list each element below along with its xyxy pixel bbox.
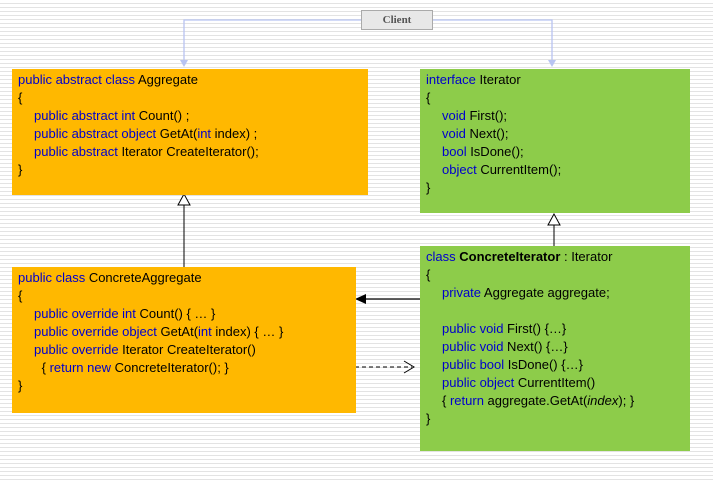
aggregate-method-count: public abstract int Count() ; xyxy=(34,108,190,123)
aggregate-close-brace: } xyxy=(18,162,23,177)
client-box: Client xyxy=(361,10,433,30)
iterator-close-brace: } xyxy=(426,180,431,195)
aggregate-open-brace: { xyxy=(18,90,23,105)
iterator-method-first: void First(); xyxy=(442,108,508,123)
aggregate-class-box: public abstract class Aggregate { public… xyxy=(12,69,368,195)
concrete-aggregate-close-brace: } xyxy=(18,378,23,393)
concrete-aggregate-method-getat: public override object GetAt(int index) … xyxy=(34,324,284,339)
iterator-header: interface Iterator xyxy=(426,72,521,87)
iterator-open-brace: { xyxy=(426,90,431,105)
concrete-aggregate-method-count: public override int Count() { … } xyxy=(34,306,216,321)
client-links xyxy=(183,19,553,62)
concrete-iterator-header: class ConcreteIterator : Iterator xyxy=(426,249,613,264)
iterator-interface-box: interface Iterator { void First(); void … xyxy=(420,69,690,213)
client-link-arrow-left xyxy=(180,60,188,67)
concrete-iterator-method-first: public void First() {…} xyxy=(442,321,567,336)
concrete-iterator-field-aggregate: private Aggregate aggregate; xyxy=(442,285,610,300)
concrete-iterator-open-brace: { xyxy=(426,267,431,282)
iterator-method-next: void Next(); xyxy=(442,126,509,141)
concrete-iterator-blank-line xyxy=(426,302,690,320)
client-link-arrow-right xyxy=(548,60,556,67)
concrete-iterator-method-isdone: public bool IsDone() {…} xyxy=(442,357,583,372)
aggregate-method-getat: public abstract object GetAt(int index) … xyxy=(34,126,258,141)
inheritance-arrow-iterator xyxy=(547,212,561,226)
concrete-iterator-method-next: public void Next() {…} xyxy=(442,339,568,354)
inheritance-arrow-aggregate xyxy=(177,192,191,206)
concrete-iterator-method-currentitem: public object CurrentItem() xyxy=(442,375,596,390)
association-arrow xyxy=(355,294,366,304)
concrete-aggregate-header: public class ConcreteAggregate xyxy=(18,270,202,285)
iterator-method-isdone: bool IsDone(); xyxy=(442,144,524,159)
concrete-iterator-method-body: { return aggregate.GetAt(index); } xyxy=(442,393,635,408)
concrete-aggregate-open-brace: { xyxy=(18,288,23,303)
concrete-aggregate-method-body: { return new ConcreteIterator(); } xyxy=(38,360,229,375)
aggregate-method-createiterator: public abstract Iterator CreateIterator(… xyxy=(34,144,259,159)
aggregate-header: public abstract class Aggregate xyxy=(18,72,198,87)
iterator-method-currentitem: object CurrentItem(); xyxy=(442,162,562,177)
dependency-arrow xyxy=(403,360,415,374)
concrete-aggregate-method-createiterator: public override Iterator CreateIterator(… xyxy=(34,342,256,357)
concrete-iterator-class-box: class ConcreteIterator : Iterator { priv… xyxy=(420,246,690,451)
concrete-aggregate-class-box: public class ConcreteAggregate { public … xyxy=(12,267,356,413)
concrete-iterator-close-brace: } xyxy=(426,411,431,426)
